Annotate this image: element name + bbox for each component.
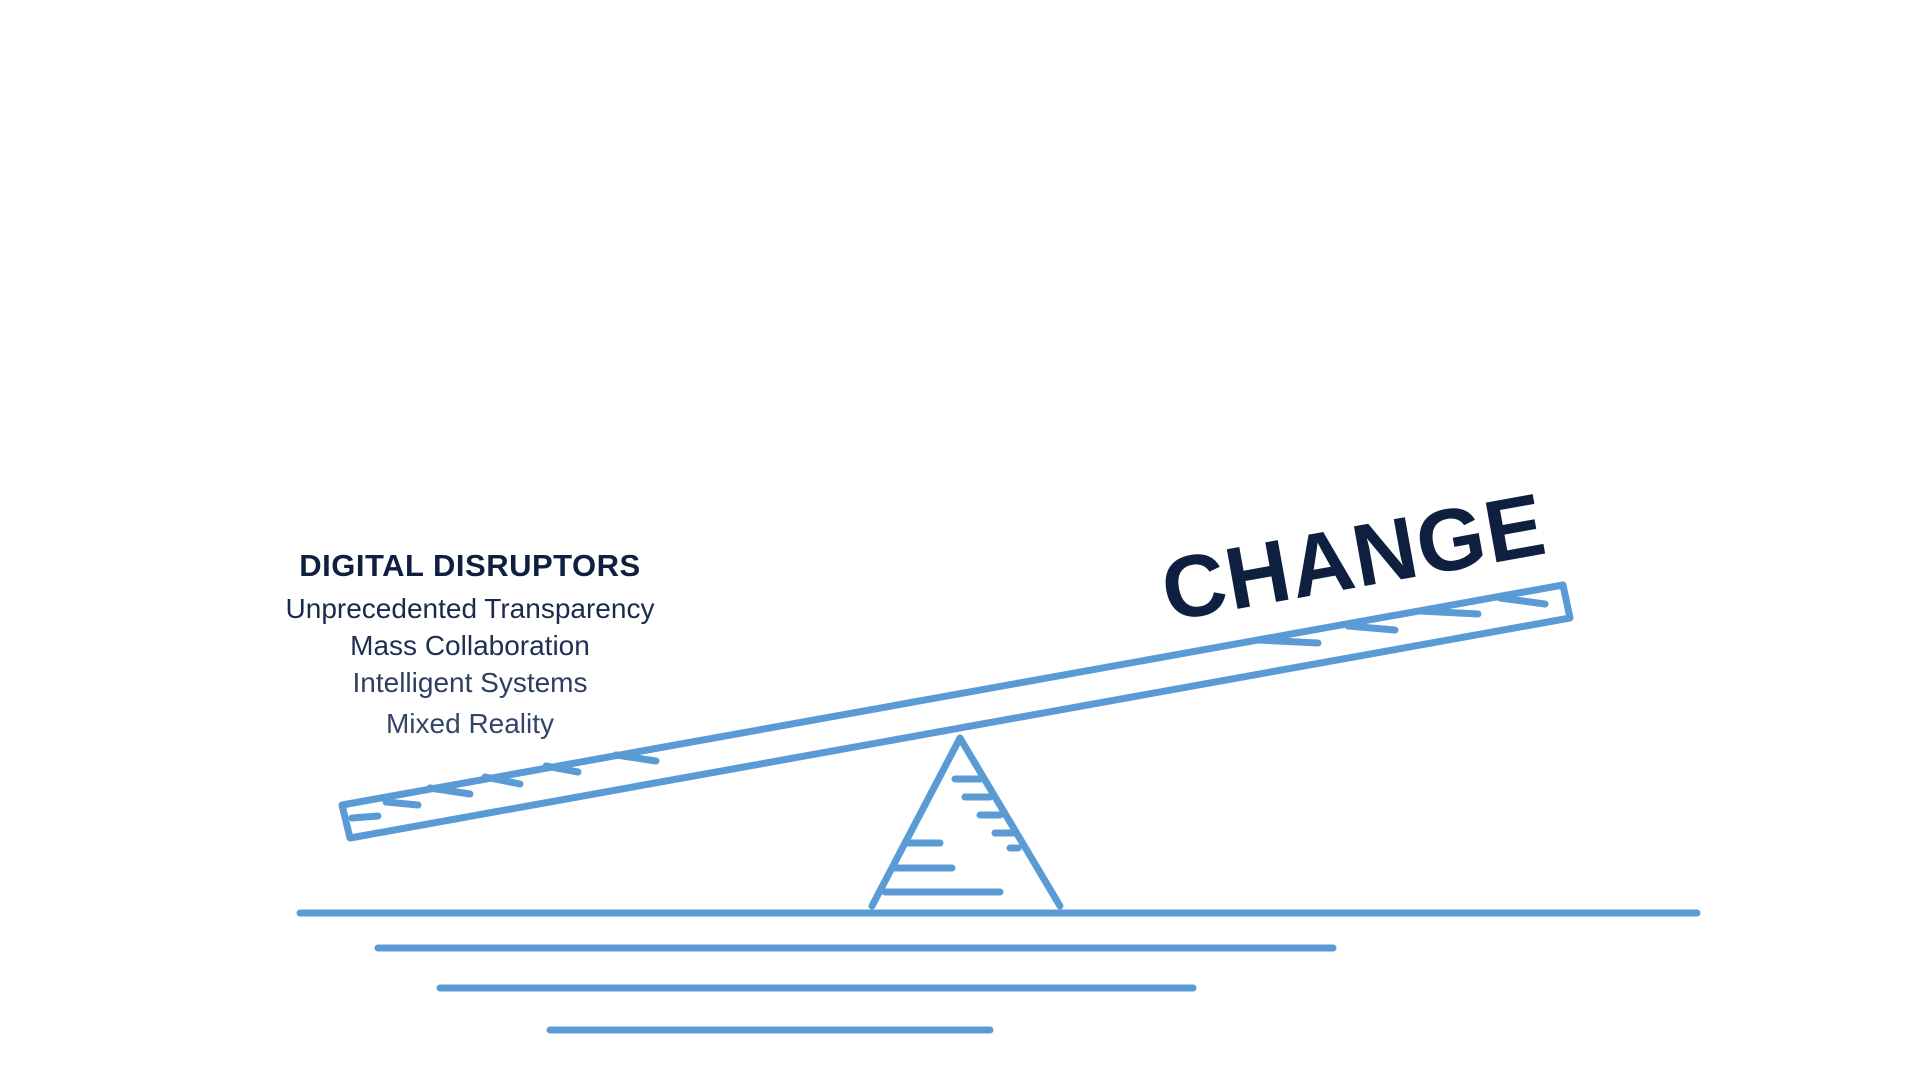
plank-hatch bbox=[481, 773, 524, 788]
fulcrum bbox=[868, 734, 1064, 910]
disruptor-item: Intelligent Systems bbox=[352, 667, 588, 698]
disruptor-item: Mass Collaboration bbox=[350, 630, 590, 661]
plank-hatch bbox=[1416, 607, 1482, 618]
plank-hatch bbox=[1344, 622, 1399, 634]
plank-hatch bbox=[612, 751, 660, 765]
plank-hatch bbox=[1254, 636, 1322, 647]
plank-hatch bbox=[1496, 594, 1549, 608]
plank-hatch bbox=[426, 784, 474, 798]
disruptor-item: Unprecedented Transparency bbox=[285, 593, 655, 624]
plank-hatch bbox=[382, 798, 422, 809]
seesaw-plank bbox=[338, 581, 1574, 842]
disruptor-item: Mixed Reality bbox=[385, 708, 555, 739]
plank-hatch bbox=[542, 762, 582, 776]
digital-disruptors-list: DIGITAL DISRUPTORS Unprecedented Transpa… bbox=[210, 548, 730, 742]
disruptors-heading: DIGITAL DISRUPTORS bbox=[299, 548, 641, 583]
plank-hatch bbox=[348, 812, 382, 822]
